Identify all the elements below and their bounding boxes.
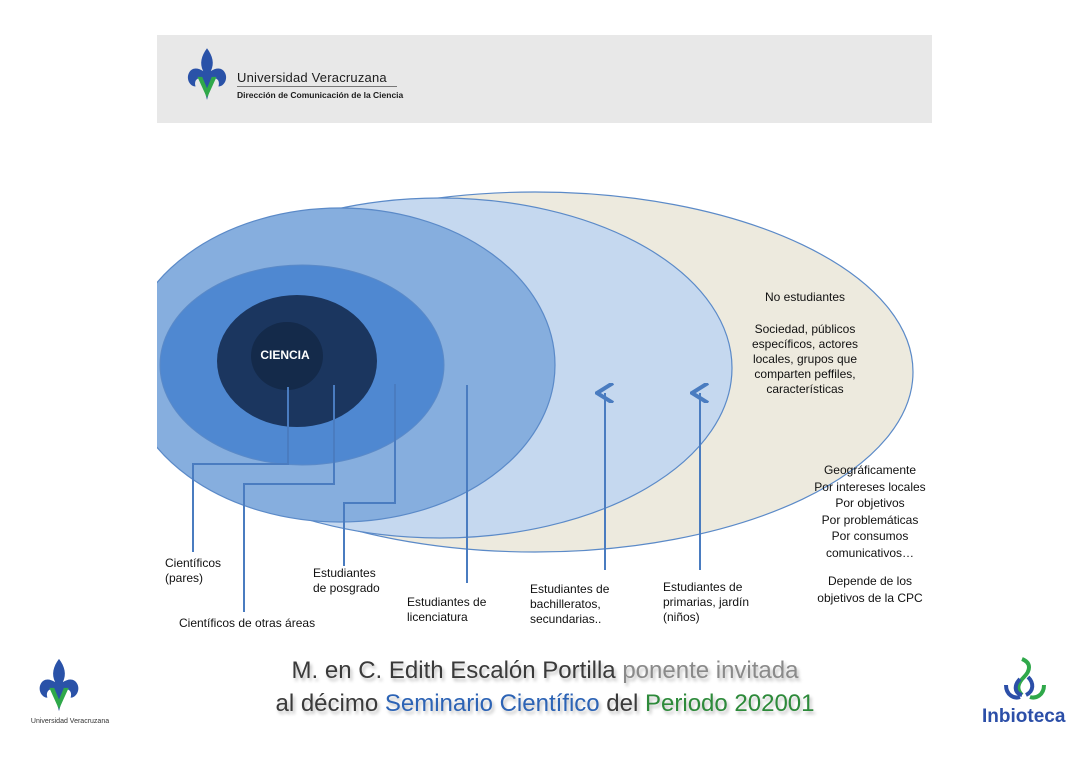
- institution-name: Universidad Veracruzana: [237, 70, 387, 85]
- label-line: objetivos de la CPC: [817, 590, 923, 605]
- label-line: Por problemáticas: [821, 512, 919, 527]
- label-line: bachilleratos,: [530, 597, 601, 611]
- inbioteca-logo-icon: [1004, 657, 1046, 700]
- label-line: (pares): [165, 571, 204, 585]
- connector-cientificos-pares: [192, 387, 289, 552]
- label-line: (niños): [663, 610, 700, 624]
- footer-text: al décimo: [275, 690, 385, 717]
- core-label-ciencia: CIENCIA: [260, 348, 310, 362]
- footer-line-1: M. en C. Edith Escalón Portilla ponente …: [0, 656, 1090, 686]
- label-line: Depende de los: [827, 574, 913, 588]
- label-line: secundarias..: [530, 612, 602, 626]
- speaker-role: ponente invitada: [615, 657, 799, 684]
- label-line: comparten peffiles,: [754, 367, 856, 381]
- label-posgrado: Estudiantes de posgrado: [313, 566, 380, 596]
- label-line: Por consumos: [831, 529, 909, 543]
- header-band: [157, 35, 932, 123]
- label-segmentacion: Geográficamente Por intereses locales Po…: [795, 462, 945, 606]
- inbioteca-wordmark: Inbioteca: [982, 706, 1066, 727]
- seminar-name: Seminario Científico: [384, 690, 600, 717]
- label-line: Geográficamente: [823, 463, 917, 477]
- label-line: Estudiantes de: [663, 580, 743, 594]
- label-licenciatura: Estudiantes de licenciatura: [407, 595, 486, 625]
- label-line: primarias, jardín: [663, 595, 750, 609]
- connector-posgrado: [343, 384, 396, 566]
- label-line: de posgrado: [313, 581, 380, 595]
- label-no-estudiantes: No estudiantes Sociedad, públicos especí…: [735, 290, 875, 397]
- department-name: Dirección de Comunicación de la Ciencia: [237, 90, 404, 100]
- label-line: Por intereses locales: [814, 479, 926, 494]
- uv-logo-caption: Universidad Veracruzana: [30, 718, 110, 725]
- period-label: Periodo 202001: [645, 690, 815, 717]
- label-line: características: [766, 382, 844, 396]
- label-line: Por objetivos: [835, 496, 905, 510]
- label-line: No estudiantes: [764, 290, 846, 304]
- footer-text: del: [599, 690, 646, 717]
- label-line: Estudiantes: [313, 566, 376, 580]
- label-line: comunicativos…: [825, 545, 915, 560]
- label-cientificos-pares: Científicos (pares): [165, 556, 221, 586]
- speaker-name: M. en C. Edith Escalón Portilla: [291, 657, 616, 684]
- label-bachillerato: Estudiantes de bachilleratos, secundaria…: [530, 582, 609, 627]
- label-line: Estudiantes de: [530, 582, 610, 596]
- label-line: licenciatura: [407, 610, 468, 624]
- footer-line-2: al décimo Seminario Científico del Perio…: [0, 689, 1090, 719]
- label-line: Científicos: [165, 556, 222, 570]
- ring-ciencia-core: [251, 322, 323, 390]
- universidad-veracruzana-logo-icon: [187, 48, 227, 100]
- universidad-veracruzana-logo-icon: [39, 658, 79, 712]
- label-line: locales, grupos que: [752, 352, 858, 366]
- header-divider: [237, 86, 397, 87]
- label-line: Sociedad, públicos: [754, 322, 856, 336]
- label-primarias: Estudiantes de primarias, jardín (niños): [663, 580, 749, 625]
- label-line: Estudiantes de: [407, 595, 487, 609]
- label-line: específicos, actores: [751, 337, 859, 351]
- label-cientificos-otras-areas: Científicos de otras áreas: [179, 616, 316, 630]
- connector-cientificos-otras: [243, 385, 335, 612]
